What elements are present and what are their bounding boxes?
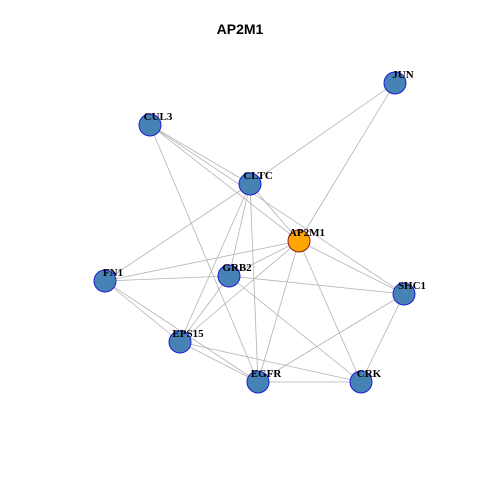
edge-ap2m1-eps15 bbox=[179, 240, 300, 343]
node-crk bbox=[349, 370, 373, 394]
edge-ap2m1-fn1 bbox=[104, 240, 300, 282]
edge-eps15-egfr bbox=[179, 341, 259, 383]
node-jun bbox=[383, 71, 407, 95]
node-shc1 bbox=[392, 282, 416, 306]
edge-ap2m1-shc1 bbox=[298, 240, 405, 295]
edge-shc1-crk bbox=[360, 293, 405, 383]
node-label-ap2m1: AP2M1 bbox=[289, 227, 325, 239]
edge-cltc-egfr bbox=[249, 183, 259, 383]
edge-grb2-eps15 bbox=[179, 275, 230, 343]
node-grb2 bbox=[217, 264, 241, 288]
edge-cltc-ap2m1 bbox=[249, 183, 300, 242]
edge-jun-cltc bbox=[249, 82, 396, 185]
node-egfr bbox=[246, 370, 270, 394]
edge-cltc-grb2 bbox=[228, 183, 251, 277]
node-label-eps15: EPS15 bbox=[172, 328, 204, 340]
node-label-egfr: EGFR bbox=[251, 368, 283, 380]
edge-shc1-egfr bbox=[257, 293, 405, 383]
node-label-cul3: CUL3 bbox=[144, 111, 173, 123]
edge-eps15-crk bbox=[179, 341, 362, 383]
chart-title: AP2M1 bbox=[216, 21, 264, 37]
edge-cul3-ap2m1 bbox=[149, 124, 300, 242]
edge-ap2m1-crk bbox=[298, 240, 362, 383]
node-label-shc1: SHC1 bbox=[398, 280, 426, 292]
node-fn1 bbox=[93, 269, 117, 293]
edge-layer bbox=[104, 82, 405, 383]
edge-cltc-fn1 bbox=[104, 183, 251, 282]
node-label-cltc: CLTC bbox=[243, 170, 273, 182]
node-label-fn1: FN1 bbox=[103, 267, 123, 279]
edge-ap2m1-egfr bbox=[257, 240, 300, 383]
edge-grb2-crk bbox=[228, 275, 362, 383]
node-label-crk: CRK bbox=[357, 368, 382, 380]
node-label-jun: JUN bbox=[392, 69, 413, 81]
edge-jun-ap2m1 bbox=[298, 82, 396, 242]
edge-grb2-shc1 bbox=[228, 275, 405, 295]
edge-cul3-shc1 bbox=[149, 124, 405, 295]
node-ap2m1 bbox=[287, 229, 311, 253]
edge-cul3-egfr bbox=[149, 124, 259, 383]
node-cul3 bbox=[138, 113, 162, 137]
edge-cltc-eps15 bbox=[179, 183, 251, 343]
node-eps15 bbox=[168, 330, 192, 354]
edge-cul3-cltc bbox=[149, 124, 251, 185]
edge-fn1-eps15 bbox=[104, 280, 181, 343]
edge-ap2m1-grb2 bbox=[228, 240, 300, 277]
node-label-grb2: GRB2 bbox=[222, 262, 252, 274]
node-cltc bbox=[238, 172, 262, 196]
edge-fn1-grb2 bbox=[104, 275, 230, 282]
